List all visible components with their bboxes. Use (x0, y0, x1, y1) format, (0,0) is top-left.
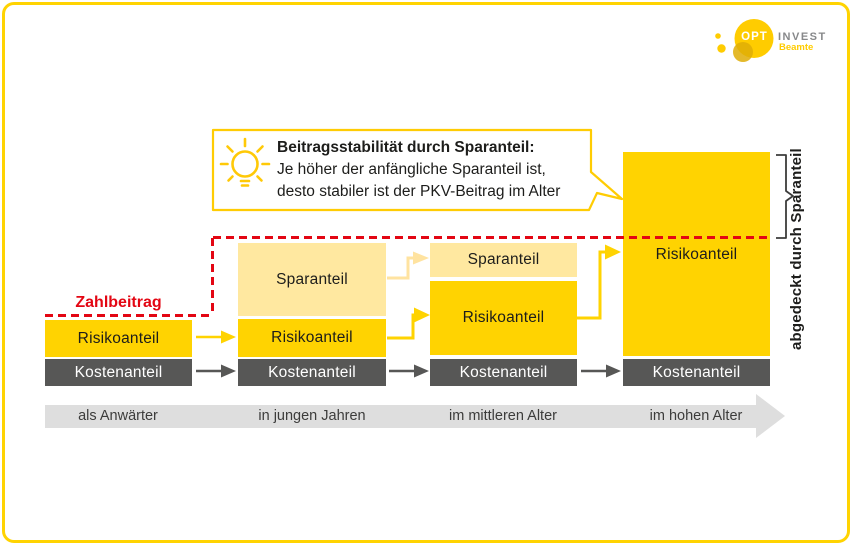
bar-label: Risikoanteil (655, 246, 738, 263)
bar-label: Kostenanteil (459, 363, 548, 381)
logo-name: OPT (741, 31, 768, 43)
bar-mittel-sparanteil: Sparanteil (430, 243, 577, 277)
callout-title: Beitragsstabilität durch Sparanteil: (277, 139, 535, 156)
covered-by-sparanteil-label: abgedeckt durch Sparanteil (788, 148, 805, 350)
arrow-risiko-1to2-icon (196, 330, 236, 344)
bar-jung-sparanteil: Sparanteil (238, 243, 386, 316)
bar-jung-kostenanteil: Kostenanteil (238, 359, 386, 386)
bar-label: Risikoanteil (462, 309, 545, 326)
bar-hoch-kostenanteil: Kostenanteil (623, 359, 770, 386)
bar-mittel-kostenanteil: Kostenanteil (430, 359, 577, 386)
logo-tagline: Beamte (779, 42, 814, 53)
stage-label-anwaerter: als Anwärter (78, 408, 158, 424)
bar-anwaerter-kostenanteil: Kostenanteil (45, 359, 192, 386)
zahlbeitrag-label: Zahlbeitrag (75, 294, 162, 311)
lightbulb-icon (219, 137, 271, 187)
arrow-spar-2to3-icon (387, 251, 429, 280)
bar-mittel-risikoanteil: Risikoanteil (430, 281, 577, 355)
callout-body-line2: desto stabiler ist der PKV-Beitrag im Al… (277, 183, 561, 200)
callout-body-line1: Je höher der anfängliche Sparanteil ist, (277, 161, 546, 178)
bar-label: Kostenanteil (74, 363, 163, 381)
logo-name2: INVEST (778, 31, 827, 43)
bar-label: Risikoanteil (77, 329, 160, 347)
stage-label-hoch: im hohen Alter (649, 408, 743, 424)
stage-label-mittel: im mittleren Alter (449, 408, 557, 424)
bar-label: Sparanteil (276, 270, 348, 288)
bar-jung-risikoanteil: Risikoanteil (238, 319, 386, 357)
bar-label: Kostenanteil (652, 363, 741, 381)
stage-label-jung: in jungen Jahren (258, 408, 366, 424)
bar-label: Risikoanteil (271, 329, 353, 346)
arrow-kosten-3to4-icon (581, 364, 621, 378)
bar-label: Sparanteil (467, 251, 540, 268)
bar-label: Kostenanteil (268, 363, 356, 381)
zahlbeitrag-line-high (213, 236, 771, 239)
arrow-risiko-2to3-icon (387, 307, 430, 340)
arrow-kosten-1to2-icon (196, 364, 236, 378)
zahlbeitrag-line-step (211, 238, 214, 316)
arrow-kosten-2to3-icon (389, 364, 429, 378)
arrow-risiko-3to4-icon (577, 244, 621, 320)
bar-hoch-risikoanteil: Risikoanteil (623, 152, 770, 356)
bar-anwaerter-risikoanteil: Risikoanteil (45, 320, 192, 357)
zahlbeitrag-line-low (45, 314, 213, 317)
